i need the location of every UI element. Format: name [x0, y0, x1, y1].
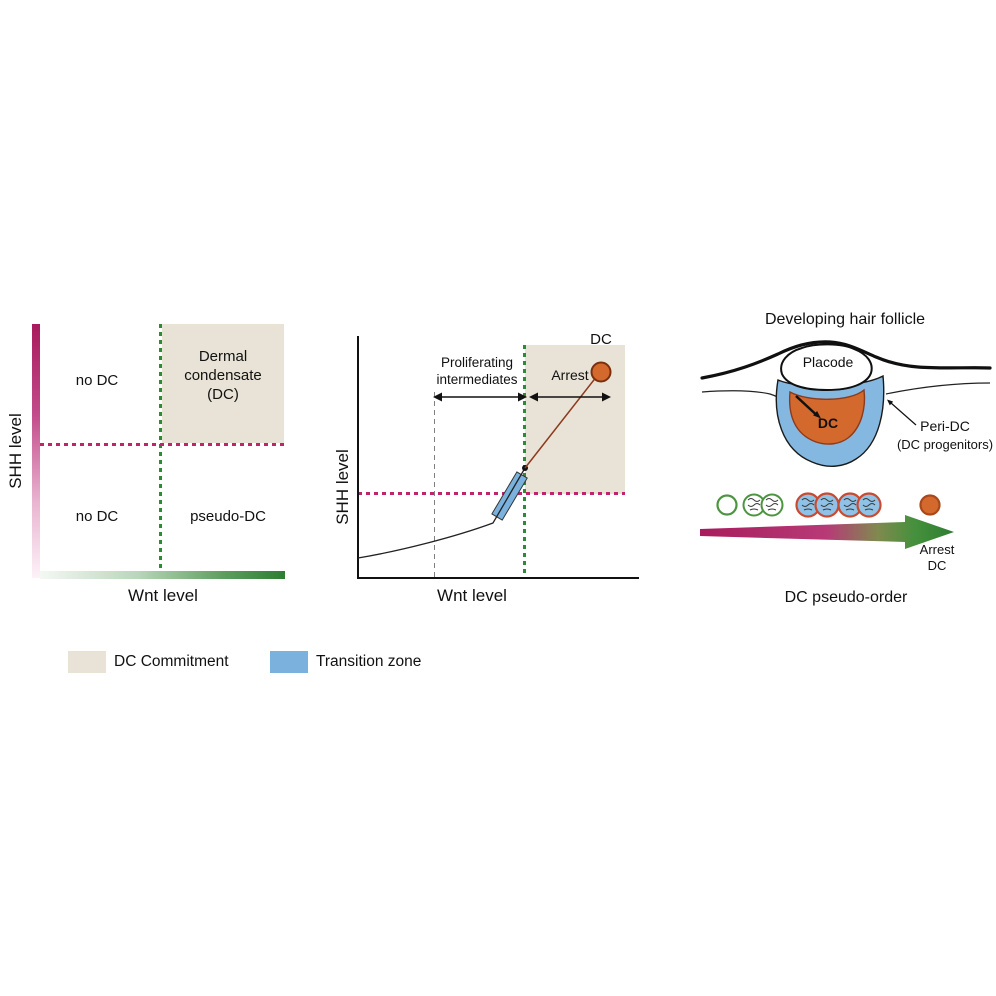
placode-region	[780, 343, 873, 392]
quadrant-top-left-label: no DC	[75, 372, 119, 389]
peri-dc-label: Peri-DC	[920, 418, 970, 434]
dermis-boundary-left	[701, 390, 784, 401]
dc-region	[788, 388, 866, 445]
dc-region-label: DC	[817, 415, 839, 431]
wnt-threshold-line-2	[523, 345, 526, 578]
arrest-trajectory-line	[524, 375, 598, 469]
wnt-axis-gradient-bar	[40, 571, 285, 579]
placode-label: Placode	[802, 354, 854, 370]
dividing-cell-transition-2	[837, 492, 882, 518]
dc-commitment-swatch	[68, 651, 106, 673]
proliferating-intermediates-label: Proliferating intermediates	[436, 355, 518, 387]
transition-zone-swatch	[270, 651, 308, 673]
phase-y-axis-label: SHH level	[6, 413, 25, 489]
shh-axis-gradient-bar	[32, 324, 40, 578]
shh-threshold-line	[40, 443, 284, 446]
dc-cell-marker	[590, 361, 612, 383]
quadrant-bottom-left-label: no DC	[75, 508, 119, 525]
shh-threshold-line-2	[358, 492, 625, 495]
follicle-graphics	[700, 340, 992, 549]
quadrant-bottom-right-label: pseudo-DC	[190, 508, 266, 525]
phase-x-axis-label: Wnt level	[128, 586, 198, 605]
transition-zone-band	[491, 471, 528, 521]
dc-cell	[919, 494, 941, 516]
arrest-range-arrow	[529, 392, 611, 402]
wnt-threshold-line	[159, 324, 162, 572]
uncommitted-cell	[716, 494, 738, 516]
dividing-cell-transition-1	[795, 492, 840, 518]
quadrant-top-right-label: Dermal condensate (DC)	[184, 348, 262, 403]
peri-dc-pointer-arrow	[887, 399, 917, 426]
pseudo-order-dc-label: DC	[927, 558, 947, 573]
arrest-label: Arrest	[551, 367, 589, 383]
dermis-boundary-right	[885, 382, 991, 395]
follicle-panel-title: Developing hair follicle	[764, 311, 926, 328]
trajectory-line	[357, 467, 526, 559]
dc-commitment-legend-label: DC Commitment	[114, 653, 229, 670]
trajectory-y-axis-label: SHH level	[333, 449, 352, 525]
dividing-cell-green	[742, 493, 784, 517]
trajectory-x-axis	[357, 577, 639, 579]
peri-dc-sublabel: (DC progenitors)	[896, 437, 994, 452]
dc-direction-arrow	[795, 395, 821, 419]
pseudo-order-gradient-arrow	[700, 515, 954, 549]
intermediate-boundary-line	[434, 392, 435, 578]
transition-zone-legend-label: Transition zone	[316, 653, 422, 670]
trajectory-x-axis-label: Wnt level	[437, 586, 507, 605]
pseudo-order-arrest-label: Arrest	[919, 542, 955, 557]
trajectory-y-axis	[357, 336, 359, 579]
dc-commitment-region	[162, 324, 284, 443]
pseudo-order-caption: DC pseudo-order	[784, 589, 908, 606]
dc-marker-label: DC	[590, 331, 612, 348]
skin-surface-line	[700, 340, 992, 380]
proliferating-range-arrow	[433, 392, 527, 402]
trajectory-plot-graphics	[357, 361, 612, 559]
